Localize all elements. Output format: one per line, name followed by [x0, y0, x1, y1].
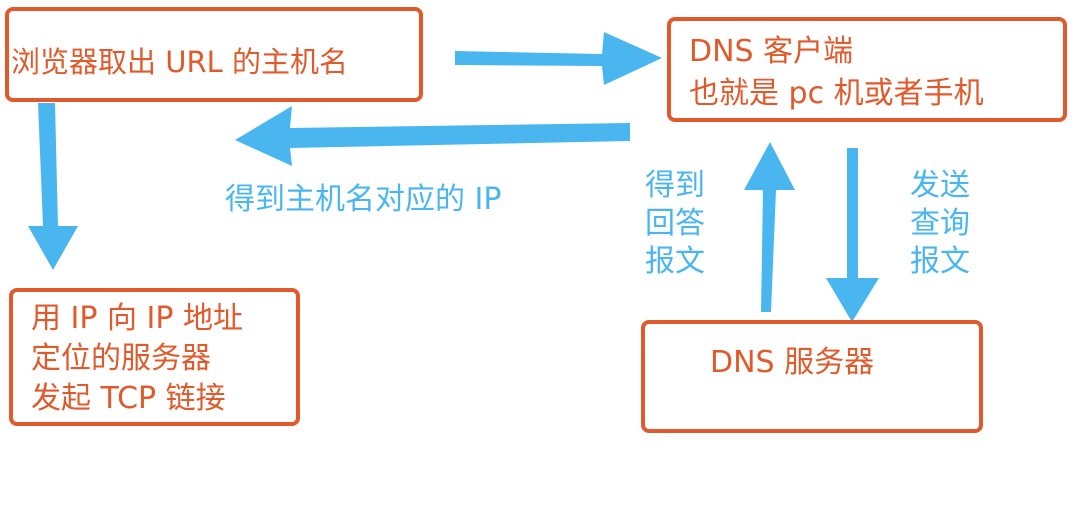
label-query-line2: 查询 [910, 206, 970, 241]
node-dns-server-label: DNS 服务器 [710, 345, 875, 380]
label-reply-line1: 得到 [645, 168, 705, 203]
arrow-dns-client-to-browser [235, 106, 630, 166]
node-connect-line3: 发起 TCP 链接 [31, 381, 226, 416]
label-query-line3: 报文 [910, 244, 970, 279]
node-dns-client-line2: 也就是 pc 机或者手机 [689, 76, 984, 111]
node-connect-line1: 用 IP 向 IP 地址 [31, 301, 244, 336]
node-browser-label: 浏览器取出 URL 的主机名 [11, 45, 348, 79]
node-dns-client-line1: DNS 客户端 [689, 34, 854, 69]
arrow-dns-client-to-dns-server [826, 148, 879, 322]
arrow-browser-to-dns-client [455, 32, 662, 85]
label-reply-line2: 回答 [645, 206, 705, 241]
node-connect-line2: 定位的服务器 [31, 341, 211, 376]
label-query-line1: 发送 [910, 168, 970, 203]
label-got-ip: 得到主机名对应的 IP [225, 182, 502, 217]
arrow-dns-server-to-dns-client [744, 142, 795, 312]
node-dns-server: DNS 服务器 [641, 320, 983, 433]
node-browser: 浏览器取出 URL 的主机名 [5, 7, 423, 102]
arrow-browser-to-connect [28, 103, 78, 270]
node-dns-client: DNS 客户端 也就是 pc 机或者手机 [667, 17, 1067, 122]
node-connect: 用 IP 向 IP 地址 定位的服务器 发起 TCP 链接 [9, 288, 300, 426]
label-reply-line3: 报文 [645, 244, 705, 279]
